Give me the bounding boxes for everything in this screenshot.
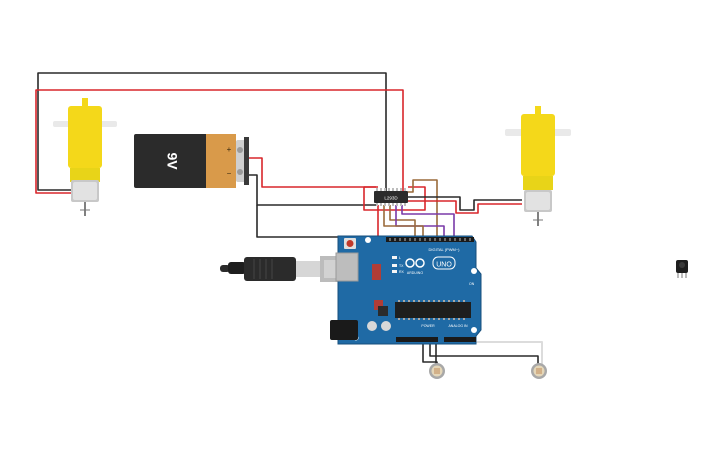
status-leds	[392, 256, 397, 273]
digital-header-pins	[389, 238, 471, 241]
wire-red-right-motor[interactable]	[408, 200, 522, 214]
light-sensor-left[interactable]	[429, 363, 445, 379]
analog-header[interactable]	[444, 337, 476, 342]
wire-red-top[interactable]	[35, 89, 404, 194]
driver-label: L293D	[384, 196, 398, 201]
digital-label: DIGITAL (PWM~)	[429, 247, 461, 252]
light-sensor-icon	[531, 363, 547, 379]
wire-brown-3[interactable]	[383, 205, 424, 240]
ir-sensor-icon	[676, 260, 688, 278]
battery-label: 9V	[164, 152, 180, 170]
ir-sensor[interactable]	[676, 260, 688, 278]
led-on-label: ON	[469, 282, 475, 286]
atmega-chip	[395, 302, 471, 318]
dc-motor-icon	[505, 106, 571, 226]
wire-black-sensor-2[interactable]	[429, 338, 539, 366]
battery-icon	[134, 134, 249, 188]
wire-black-right-motor[interactable]	[408, 196, 522, 211]
reset-button[interactable]	[346, 240, 354, 247]
atmega-pins	[398, 300, 465, 320]
arduino-logo	[405, 256, 456, 270]
led-rx-label: RX	[399, 270, 405, 274]
led-l-label: L	[399, 256, 401, 260]
wire-red-driver[interactable]	[363, 186, 426, 211]
dc-motor-right[interactable]	[505, 106, 571, 226]
arduino-uno-board[interactable]: L TX RX ON DIGITAL (PWM~) UNO ARDUINO	[330, 235, 482, 345]
battery-minus-label: −	[227, 169, 232, 178]
battery-9v[interactable]: 9V + −	[134, 134, 249, 188]
dc-motor-left[interactable]	[53, 98, 117, 216]
wire-purple-2[interactable]	[401, 205, 455, 240]
battery-plus-label: +	[227, 145, 232, 154]
wire-brown-1[interactable]	[408, 179, 438, 240]
wire-red-battery[interactable]	[247, 157, 378, 188]
wire-black-top[interactable]	[37, 72, 387, 193]
motor-driver-chip[interactable]: L293D	[374, 188, 408, 206]
board-model: UNO	[436, 262, 452, 269]
light-sensor-icon	[429, 363, 445, 379]
light-sensor-right[interactable]	[531, 363, 547, 379]
led-tx-label: TX	[399, 264, 404, 268]
driver-pins	[376, 188, 406, 206]
wire-black-battery[interactable]	[247, 174, 378, 206]
board-brand: ARDUINO	[407, 271, 423, 275]
wire-brown-2[interactable]	[389, 205, 416, 240]
power-header[interactable]	[396, 337, 438, 342]
analog-label: ANALOG IN	[448, 324, 468, 328]
dc-motor-icon	[53, 98, 117, 216]
power-label: POWER	[421, 324, 435, 328]
